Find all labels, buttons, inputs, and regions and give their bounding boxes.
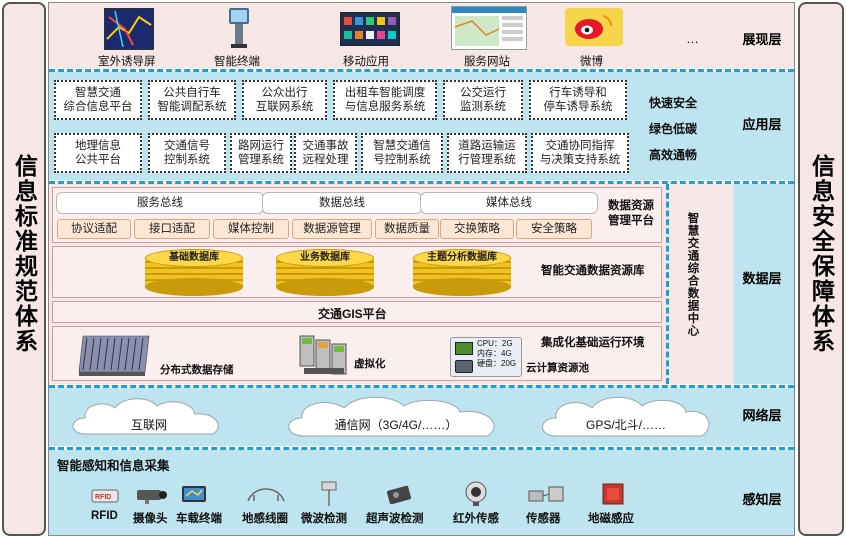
- rfid-icon: RFID: [91, 486, 121, 504]
- data-tag: 媒体控制: [213, 219, 289, 239]
- slogan-green-low-carbon: 绿色低碳: [649, 122, 698, 136]
- security-panel: 信息安全保障体系: [798, 2, 844, 536]
- internet-cloud: 互联网: [65, 394, 233, 442]
- infrared-sensor-icon: [461, 480, 491, 506]
- data-layer-right: [733, 184, 794, 384]
- map-screen-icon: [104, 8, 154, 50]
- presentation-item-label: 微博: [580, 56, 603, 68]
- bus-box: 媒体总线: [420, 192, 598, 214]
- spec-disk: 硬盘：20G: [477, 359, 517, 368]
- standards-panel: 信息标准规范体系: [2, 2, 46, 536]
- microwave-detector-icon: [314, 480, 344, 506]
- app-system[interactable]: 公交运行 监测系统: [443, 80, 523, 120]
- ultrasonic-detector-icon: [386, 484, 412, 506]
- presentation-item-label: 智能终端: [214, 56, 260, 68]
- slogan-efficient-smooth: 高效通畅: [649, 148, 698, 162]
- application-layer-name: 应用层: [742, 117, 782, 132]
- base-environment-block: [52, 326, 662, 381]
- perception-item-label: 红外传感: [453, 513, 499, 525]
- perception-item-label: 地感线圈: [242, 513, 288, 525]
- data-tag: 数据源管理: [292, 219, 372, 239]
- data-tag: 数据质量: [375, 219, 439, 239]
- layer-separator: [49, 385, 794, 388]
- geomagnetic-sensor-icon: [601, 482, 625, 506]
- perception-item-label: RFID: [91, 510, 118, 522]
- base-environment-label: 集成化基础运行环境: [541, 337, 645, 349]
- data-layer-name: 数据层: [742, 271, 782, 286]
- perception-item-label: 微波检测: [301, 513, 347, 525]
- perception-title: 智能感知和信息采集: [57, 459, 170, 473]
- data-resource-library-label: 智能交通数据资源库: [541, 265, 645, 277]
- app-system[interactable]: 智慧交通信 号控制系统: [361, 133, 443, 173]
- database-cylinder: 基础数据库: [145, 249, 243, 296]
- presentation-item-label: 服务网站: [464, 56, 510, 68]
- architecture-stack: [48, 2, 795, 536]
- storage-rack-icon: [75, 332, 155, 378]
- app-system[interactable]: 交通信号 控制系统: [148, 133, 226, 173]
- virtualization-icon: [296, 332, 348, 378]
- layer-separator: [49, 181, 794, 184]
- disk-icon: [455, 360, 473, 373]
- more-ellipsis: …: [686, 31, 699, 46]
- induction-loop-icon: [246, 483, 286, 505]
- app-system[interactable]: 行车诱导和 停车诱导系统: [529, 80, 627, 120]
- data-tag: 协议适配: [57, 219, 131, 239]
- presentation-item-label: 移动应用: [343, 56, 389, 68]
- mobile-app-icon: [340, 12, 400, 46]
- cloud-pool-label: 云计算资源池: [526, 362, 589, 374]
- app-system[interactable]: 路网运行 管理系统: [230, 133, 292, 173]
- perception-item-label: 摄像头: [133, 513, 168, 525]
- weibo-icon: [565, 8, 623, 46]
- database-cylinder: 业务数据库: [276, 249, 374, 296]
- perception-item-label: 传感器: [526, 513, 561, 525]
- standards-title: 信息标准规范体系: [11, 154, 37, 354]
- gps-cloud: GPS/北斗/……: [536, 394, 716, 442]
- data-center-divider: [666, 184, 669, 384]
- data-tag: 交换策略: [440, 219, 514, 239]
- security-title: 信息安全保障体系: [808, 154, 834, 354]
- bus-box: 数据总线: [262, 192, 422, 214]
- kiosk-icon: [227, 6, 251, 50]
- data-tag: 接口适配: [134, 219, 210, 239]
- spec-cpu: CPU：2G: [477, 339, 513, 348]
- app-system[interactable]: 公众出行 互联网系统: [242, 80, 327, 120]
- perception-item-label: 地磁感应: [588, 513, 634, 525]
- presentation-item-label: 室外诱导屏: [98, 56, 156, 68]
- chip-icon: [455, 342, 473, 355]
- website-icon: [451, 6, 527, 50]
- data-resource-platform-label: 数据资源 管理平台: [608, 200, 654, 227]
- virtualization-label: 虚拟化: [354, 358, 386, 370]
- gis-platform-label: 交通GIS平台: [318, 307, 387, 321]
- camera-icon: [135, 486, 169, 504]
- app-system[interactable]: 出租车智能调度 与信息服务系统: [333, 80, 437, 120]
- app-system[interactable]: 公共自行车 智能调配系统: [148, 80, 236, 120]
- slogan-fast-safe: 快速安全: [649, 96, 698, 110]
- app-system[interactable]: 交通协同指挥 与决策支持系统: [531, 133, 629, 173]
- sensor-icon: [527, 483, 567, 505]
- perception-item-label: 车载终端: [176, 513, 222, 525]
- presentation-layer-name: 展现层: [742, 32, 782, 47]
- perception-layer: [49, 450, 794, 535]
- app-system[interactable]: 交通事故 远程处理: [294, 133, 357, 173]
- spec-memory: 内存：4G: [477, 349, 512, 358]
- app-system[interactable]: 地理信息 公共平台: [54, 133, 142, 173]
- vehicle-terminal-icon: [180, 482, 210, 506]
- app-system[interactable]: 道路运输运 行管理系统: [447, 133, 527, 173]
- database-cylinder: 主题分析数据库: [413, 249, 511, 296]
- perception-item-label: 超声波检测: [366, 513, 424, 525]
- app-system[interactable]: 智慧交通 综合信息平台: [54, 80, 142, 120]
- gis-platform-block: [52, 301, 662, 323]
- data-center-label: 智慧交通综合数据中心: [686, 212, 699, 337]
- data-tag: 安全策略: [516, 219, 592, 239]
- network-layer-name: 网络层: [742, 408, 782, 423]
- svg-text:RFID: RFID: [95, 494, 111, 501]
- layer-separator: [49, 69, 794, 72]
- perception-layer-name: 感知层: [742, 492, 782, 507]
- telecom-cloud: 通信网（3G/4G/……）: [280, 394, 512, 442]
- layer-separator: [49, 447, 794, 450]
- distributed-storage-label: 分布式数据存储: [160, 364, 234, 376]
- presentation-layer: [49, 3, 794, 68]
- bus-box: 服务总线: [56, 192, 264, 214]
